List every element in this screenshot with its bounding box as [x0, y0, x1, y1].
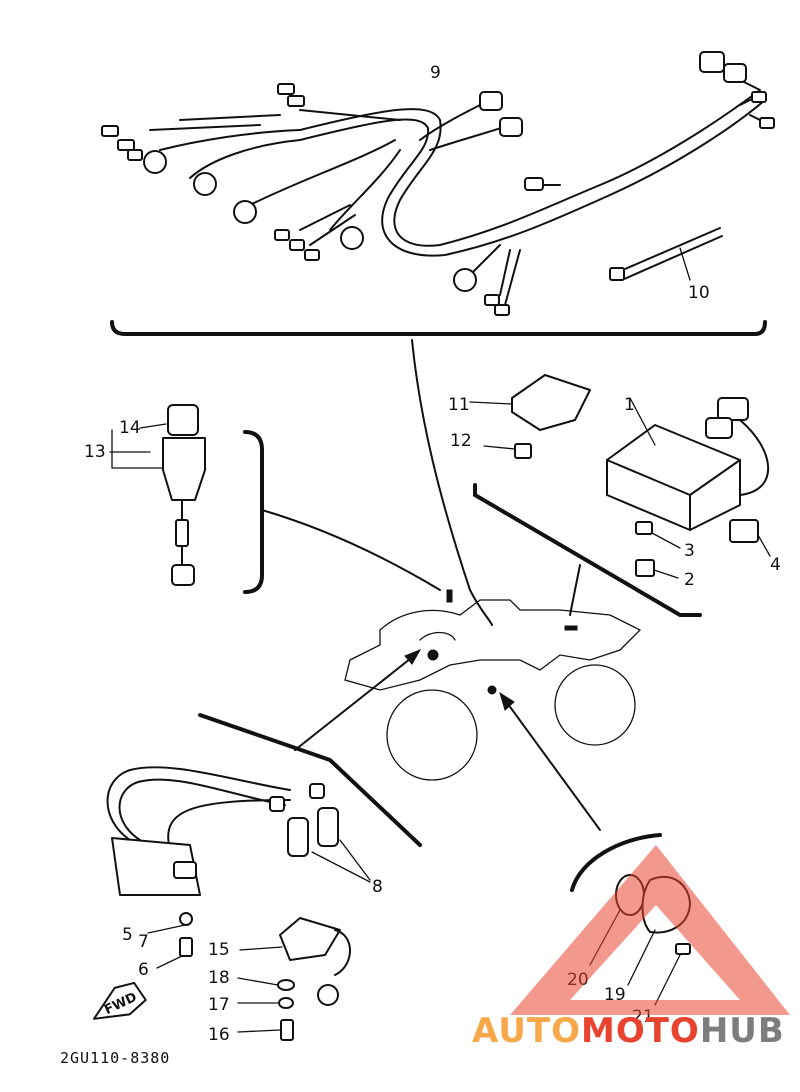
wire-harness [101, 51, 775, 316]
neutral-leader-line [504, 699, 601, 831]
label-16: 16 [208, 1025, 230, 1045]
label-8: 8 [372, 877, 383, 897]
harness-bracket [110, 320, 767, 336]
watermark-triangle [510, 845, 790, 1015]
label-10: 10 [688, 283, 710, 303]
label-15: 15 [208, 940, 230, 960]
coil-bracket [198, 713, 422, 847]
cdi-bracket [473, 483, 702, 617]
drawing-code: 2GU110-8380 [60, 1049, 170, 1067]
label-1: 1 [624, 395, 635, 415]
fwd-arrow: FWD [93, 981, 147, 1020]
label-14: 14 [119, 418, 141, 438]
watermark-moto: MOTO [581, 1011, 700, 1051]
svg-text:AUTOMOTOHUB: AUTOMOTOHUB [472, 1011, 785, 1051]
relay-unit [237, 917, 351, 1041]
coil-leader-line [294, 654, 416, 751]
cable-tie [609, 227, 723, 281]
label-6: 6 [138, 960, 149, 980]
cdi-unit [606, 397, 771, 579]
label-11: 11 [448, 395, 470, 415]
label-2: 2 [684, 570, 695, 590]
label-13: 13 [84, 442, 106, 462]
label-17: 17 [208, 995, 230, 1015]
watermark-hub: HUB [700, 1011, 785, 1051]
label-9: 9 [430, 63, 441, 83]
atv-outline [344, 589, 642, 781]
cdi-cover [469, 374, 591, 459]
switch-leader-line [261, 509, 441, 591]
ignition-coil [106, 766, 371, 969]
watermark-auto: AUTO [472, 1011, 581, 1051]
label-3: 3 [684, 541, 695, 561]
watermark: AUTOMOTOHUB [472, 845, 790, 1051]
label-7: 7 [138, 932, 149, 952]
harness-leader-line [411, 339, 493, 626]
main-switch [109, 404, 206, 586]
label-18: 18 [208, 968, 230, 988]
switch-bracket [243, 430, 264, 594]
label-4: 4 [770, 555, 781, 575]
label-12: 12 [450, 431, 472, 451]
cdi-leader-line [569, 564, 581, 616]
label-5: 5 [122, 925, 133, 945]
neutral-bracket [570, 833, 662, 892]
